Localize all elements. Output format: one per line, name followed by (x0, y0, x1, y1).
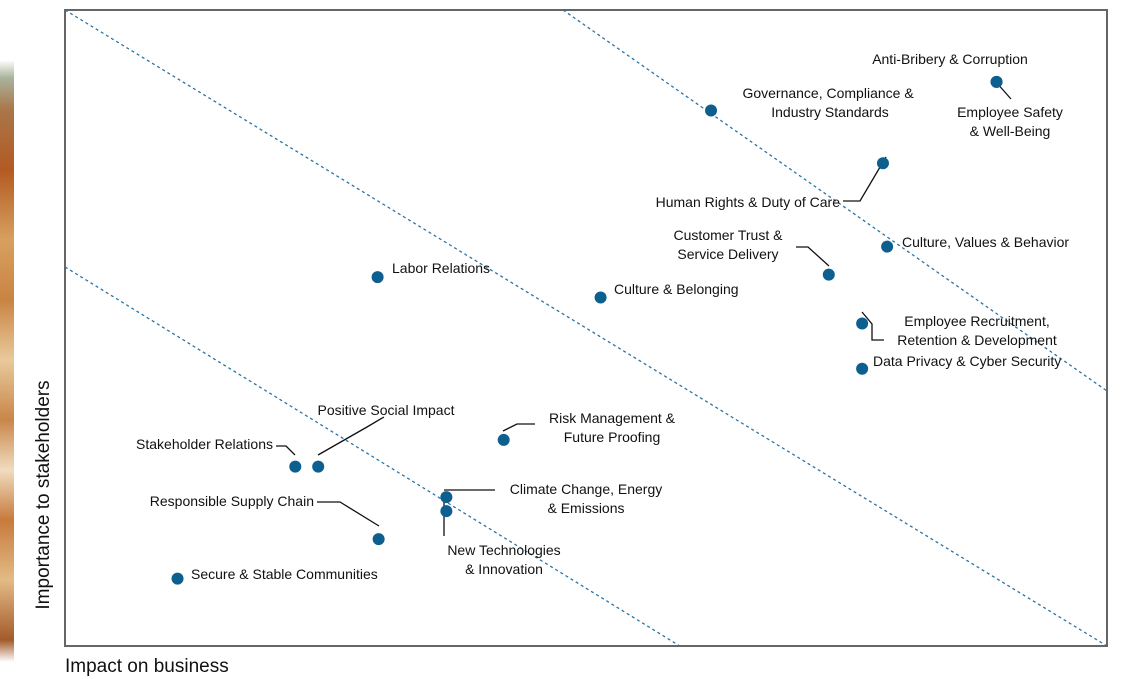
point-label-line: Positive Social Impact (318, 402, 455, 418)
y-axis-title: Importance to stakeholders (33, 380, 54, 609)
point-label-line: Employee Recruitment, (904, 313, 1050, 329)
point-label-line: Industry Standards (771, 104, 889, 120)
data-point (440, 505, 453, 518)
point-label-line: Human Rights & Duty of Care (656, 194, 841, 210)
point-label-line: Retention & Development (897, 332, 1057, 348)
x-axis-title: Impact on business (65, 656, 229, 677)
point-label: Culture & Belonging (614, 281, 739, 297)
data-point (171, 572, 184, 585)
point-label: Stakeholder Relations (136, 436, 273, 452)
leader-line (861, 311, 884, 341)
point-label: Responsible Supply Chain (150, 493, 314, 509)
point-label: Positive Social Impact (318, 402, 455, 418)
leader-line (276, 445, 296, 456)
data-point (856, 317, 869, 330)
data-point (990, 75, 1003, 88)
data-point (440, 491, 453, 504)
point-label-line: Risk Management & (549, 410, 676, 426)
data-point (372, 533, 385, 546)
background-photo-strip (0, 0, 14, 662)
band-line-2 (65, 266, 681, 646)
data-point (881, 240, 894, 253)
point-label-line: & Well-Being (970, 123, 1051, 139)
point-label-line: Stakeholder Relations (136, 436, 273, 452)
point-label-line: & Emissions (547, 500, 624, 516)
point-label: Climate Change, Energy & Emissions (510, 481, 663, 516)
point-label: Secure & Stable Communities (191, 566, 378, 582)
leader-line (796, 246, 830, 267)
data-point (289, 460, 302, 473)
point-label: Human Rights & Duty of Care (656, 194, 841, 210)
point-label: Anti-Bribery & Corruption (872, 51, 1028, 67)
point-label: Culture, Values & Behavior (902, 234, 1069, 250)
point-label: Governance, Compliance & Industry Standa… (742, 85, 917, 120)
point-label-line: Climate Change, Energy (510, 481, 663, 497)
point-label-line: Service Delivery (677, 246, 778, 262)
data-point (312, 460, 325, 473)
point-label: Employee Recruitment, Retention & Develop… (897, 313, 1057, 348)
point-label: Labor Relations (392, 260, 490, 276)
data-point (497, 433, 510, 446)
point-label-line: Responsible Supply Chain (150, 493, 314, 509)
point-label: Data Privacy & Cyber Security (873, 353, 1061, 369)
data-point (594, 291, 607, 304)
point-label: Risk Management & Future Proofing (549, 410, 676, 445)
data-point (822, 268, 835, 281)
point-label-line: Anti-Bribery & Corruption (872, 51, 1028, 67)
point-label: New Technologies & Innovation (447, 542, 560, 577)
point-label-line: Future Proofing (564, 429, 661, 445)
point-label-line: New Technologies (447, 542, 560, 558)
data-point (856, 362, 869, 375)
leader-line (502, 423, 535, 432)
point-label-line: Secure & Stable Communities (191, 566, 378, 582)
point-label-line: & Innovation (465, 561, 543, 577)
point-label: Employee Safety & Well-Being (957, 104, 1063, 139)
point-label-line: Customer Trust & (674, 227, 784, 243)
point-label-line: Governance, Compliance & (742, 85, 917, 101)
leader-line (317, 416, 385, 456)
data-point (876, 157, 889, 170)
point-label-line: Data Privacy & Cyber Security (873, 353, 1061, 369)
point-label-line: Culture & Belonging (614, 281, 739, 297)
data-point (371, 271, 384, 284)
point-label-line: Employee Safety (957, 104, 1063, 120)
leader-line (843, 156, 887, 202)
band-line-3 (562, 10, 1107, 392)
point-label-line: Culture, Values & Behavior (902, 234, 1069, 250)
plot-frame (64, 9, 1108, 647)
point-label-line: Labor Relations (392, 260, 490, 276)
leader-line (317, 501, 380, 527)
point-label: Customer Trust & Service Delivery (674, 227, 784, 262)
data-point (705, 104, 718, 117)
